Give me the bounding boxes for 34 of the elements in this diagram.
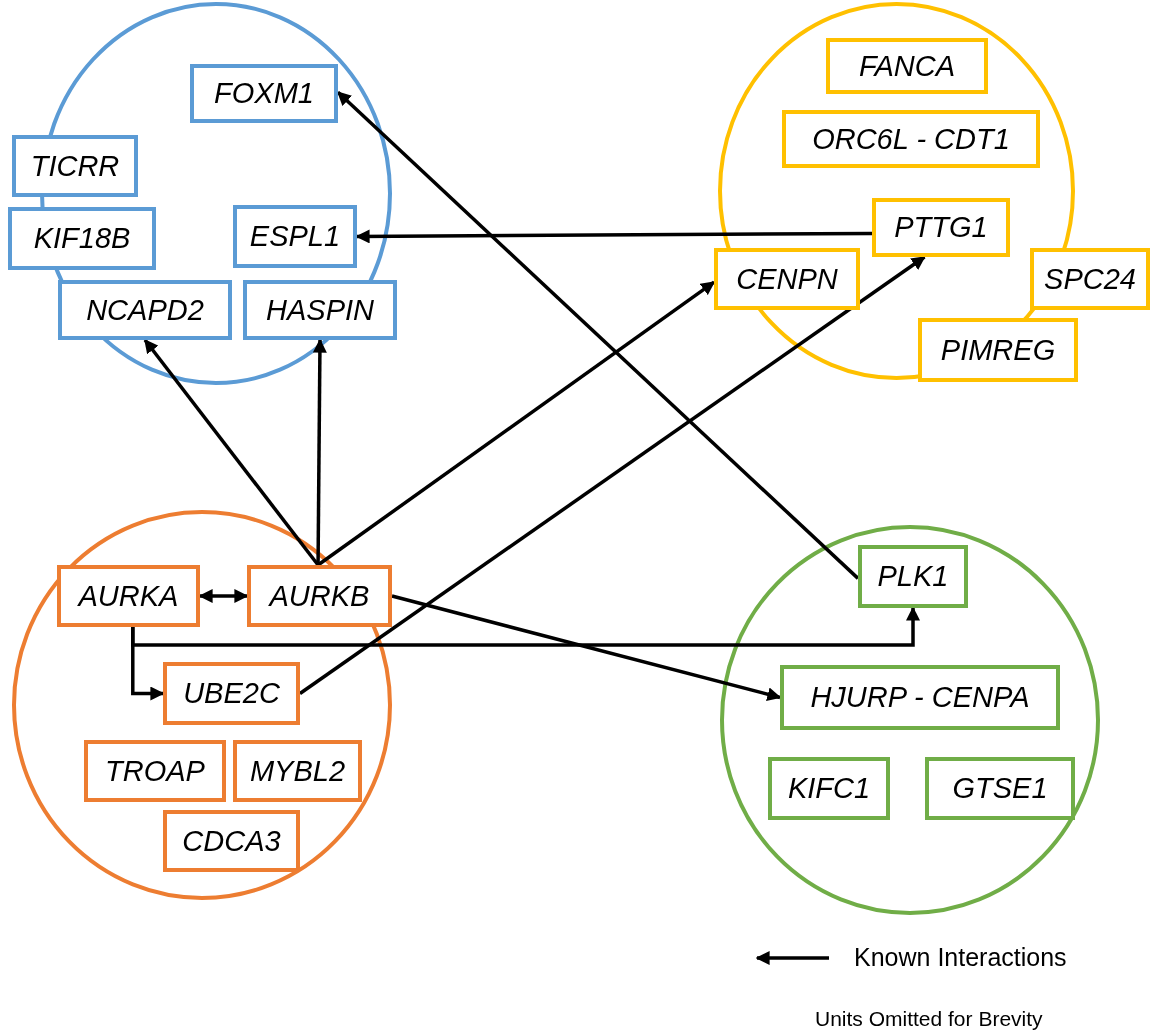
gene-box: CDCA3 <box>163 810 300 872</box>
gene-box: NCAPD2 <box>58 280 232 340</box>
gene-box: MYBL2 <box>233 740 362 802</box>
cluster-circle <box>12 510 392 900</box>
gene-box: PTTG1 <box>872 198 1010 257</box>
gene-box: AURKB <box>247 565 392 627</box>
gene-box: TICRR <box>12 135 138 197</box>
arrow <box>131 606 920 647</box>
gene-box: PIMREG <box>918 318 1078 382</box>
gene-box: HJURP - CENPA <box>780 665 1060 730</box>
arrow <box>355 229 872 244</box>
gene-box: AURKA <box>57 565 200 627</box>
arrow <box>317 280 716 567</box>
gene-box: SPC24 <box>1030 248 1150 310</box>
gene-box: KIFC1 <box>768 757 890 820</box>
gene-box: CENPN <box>714 248 860 310</box>
gene-box: ESPL1 <box>233 205 357 268</box>
arrow <box>299 255 926 695</box>
gene-box: FANCA <box>826 38 988 94</box>
gene-box: TROAP <box>84 740 226 802</box>
arrow <box>391 594 782 702</box>
gene-box: GTSE1 <box>925 757 1075 820</box>
arrow <box>336 91 860 580</box>
gene-box: PLK1 <box>858 545 968 608</box>
legend-label: Known Interactions <box>854 943 1067 972</box>
gene-box: KIF18B <box>8 207 156 270</box>
gene-box: HASPIN <box>243 280 397 340</box>
gene-box: FOXM1 <box>190 64 338 123</box>
arrow <box>312 338 327 565</box>
arrow <box>198 589 249 603</box>
gene-box: UBE2C <box>163 662 300 725</box>
gene-box: ORC6L - CDT1 <box>782 110 1040 168</box>
note-text: Units Omitted for Brevity <box>815 1007 1043 1031</box>
cluster-circle <box>720 525 1100 915</box>
